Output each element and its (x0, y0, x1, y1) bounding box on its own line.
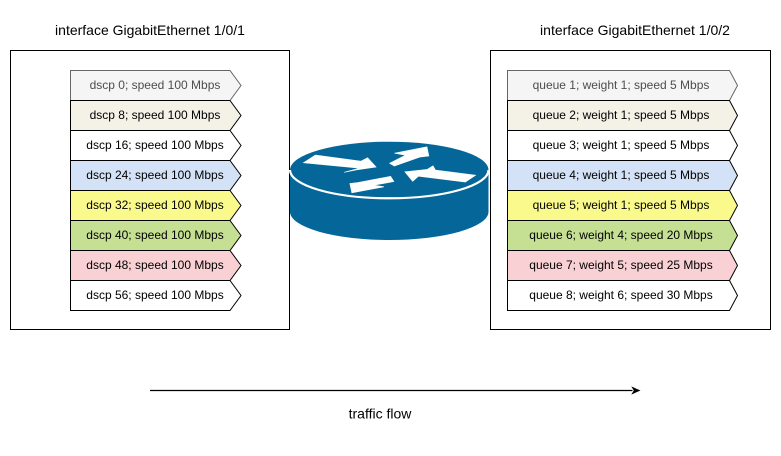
svg-text:queue 1; weight 1; speed 5 Mbp: queue 1; weight 1; speed 5 Mbps (533, 78, 710, 92)
svg-text:dscp 40; speed 100 Mbps: dscp 40; speed 100 Mbps (86, 228, 223, 242)
svg-text:queue 5; weight 1; speed 5 Mbp: queue 5; weight 1; speed 5 Mbps (533, 198, 710, 212)
svg-text:interface GigabitEthernet 1/0/: interface GigabitEthernet 1/0/1 (55, 22, 245, 38)
svg-text:interface GigabitEthernet 1/0/: interface GigabitEthernet 1/0/2 (540, 22, 730, 38)
svg-text:dscp 48; speed 100 Mbps: dscp 48; speed 100 Mbps (86, 258, 223, 272)
svg-text:queue 2; weight 1; speed 5 Mbp: queue 2; weight 1; speed 5 Mbps (533, 108, 710, 122)
svg-text:dscp 56; speed 100 Mbps: dscp 56; speed 100 Mbps (86, 288, 223, 302)
svg-text:dscp 24; speed 100 Mbps: dscp 24; speed 100 Mbps (86, 168, 223, 182)
svg-text:dscp 32; speed 100 Mbps: dscp 32; speed 100 Mbps (86, 198, 223, 212)
svg-text:queue 3; weight 1; speed 5 Mbp: queue 3; weight 1; speed 5 Mbps (533, 138, 710, 152)
svg-text:queue 4; weight 1; speed 5 Mbp: queue 4; weight 1; speed 5 Mbps (533, 168, 710, 182)
svg-text:queue 6; weight 4; speed 20 Mb: queue 6; weight 4; speed 20 Mbps (529, 228, 712, 242)
svg-text:queue 8; weight 6; speed 30 Mb: queue 8; weight 6; speed 30 Mbps (529, 288, 712, 302)
svg-text:dscp 16; speed 100 Mbps: dscp 16; speed 100 Mbps (86, 138, 223, 152)
svg-text:traffic flow: traffic flow (349, 406, 413, 422)
svg-text:dscp 0; speed 100 Mbps: dscp 0; speed 100 Mbps (90, 78, 221, 92)
svg-text:queue 7; weight 5; speed 25 Mb: queue 7; weight 5; speed 25 Mbps (529, 258, 712, 272)
svg-text:dscp 8; speed 100 Mbps: dscp 8; speed 100 Mbps (90, 108, 221, 122)
